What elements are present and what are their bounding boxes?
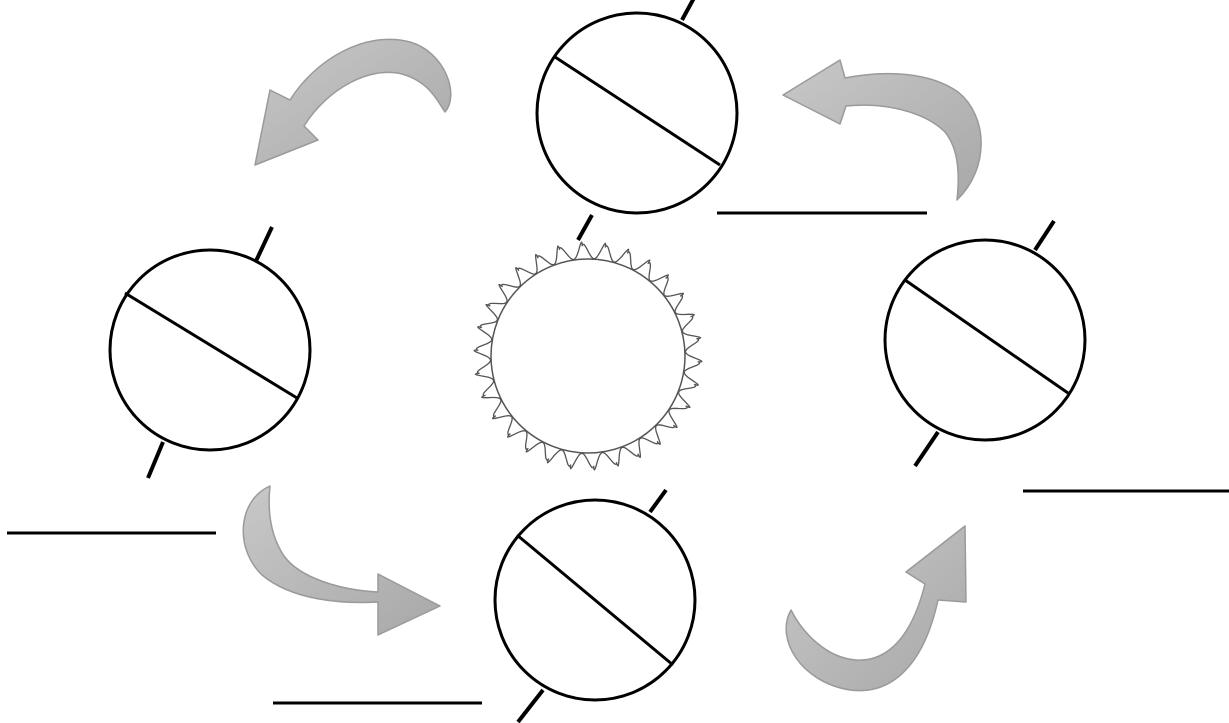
earth-axis bbox=[650, 490, 666, 512]
curved-arrow-top-right bbox=[783, 60, 981, 200]
sun bbox=[474, 242, 702, 470]
earth-axis bbox=[682, 0, 694, 20]
earth-axis bbox=[148, 442, 163, 478]
sun-disc bbox=[491, 259, 685, 453]
earth-axis bbox=[1035, 221, 1054, 250]
curved-arrow-bottom-right bbox=[786, 526, 966, 691]
earth-top bbox=[537, 0, 737, 240]
earth-globe bbox=[110, 250, 310, 450]
curved-arrow-bottom-left bbox=[243, 486, 440, 635]
earth-axis bbox=[578, 215, 592, 240]
earth-globe bbox=[537, 13, 737, 213]
earth-globe bbox=[885, 240, 1085, 440]
earth-right bbox=[885, 221, 1085, 466]
earth-left bbox=[110, 227, 310, 478]
curved-arrow-top-left bbox=[255, 39, 451, 165]
earth-axis bbox=[915, 432, 938, 466]
earth-axis bbox=[256, 227, 272, 261]
earth-axis bbox=[518, 690, 543, 722]
earth-bottom bbox=[495, 490, 695, 722]
